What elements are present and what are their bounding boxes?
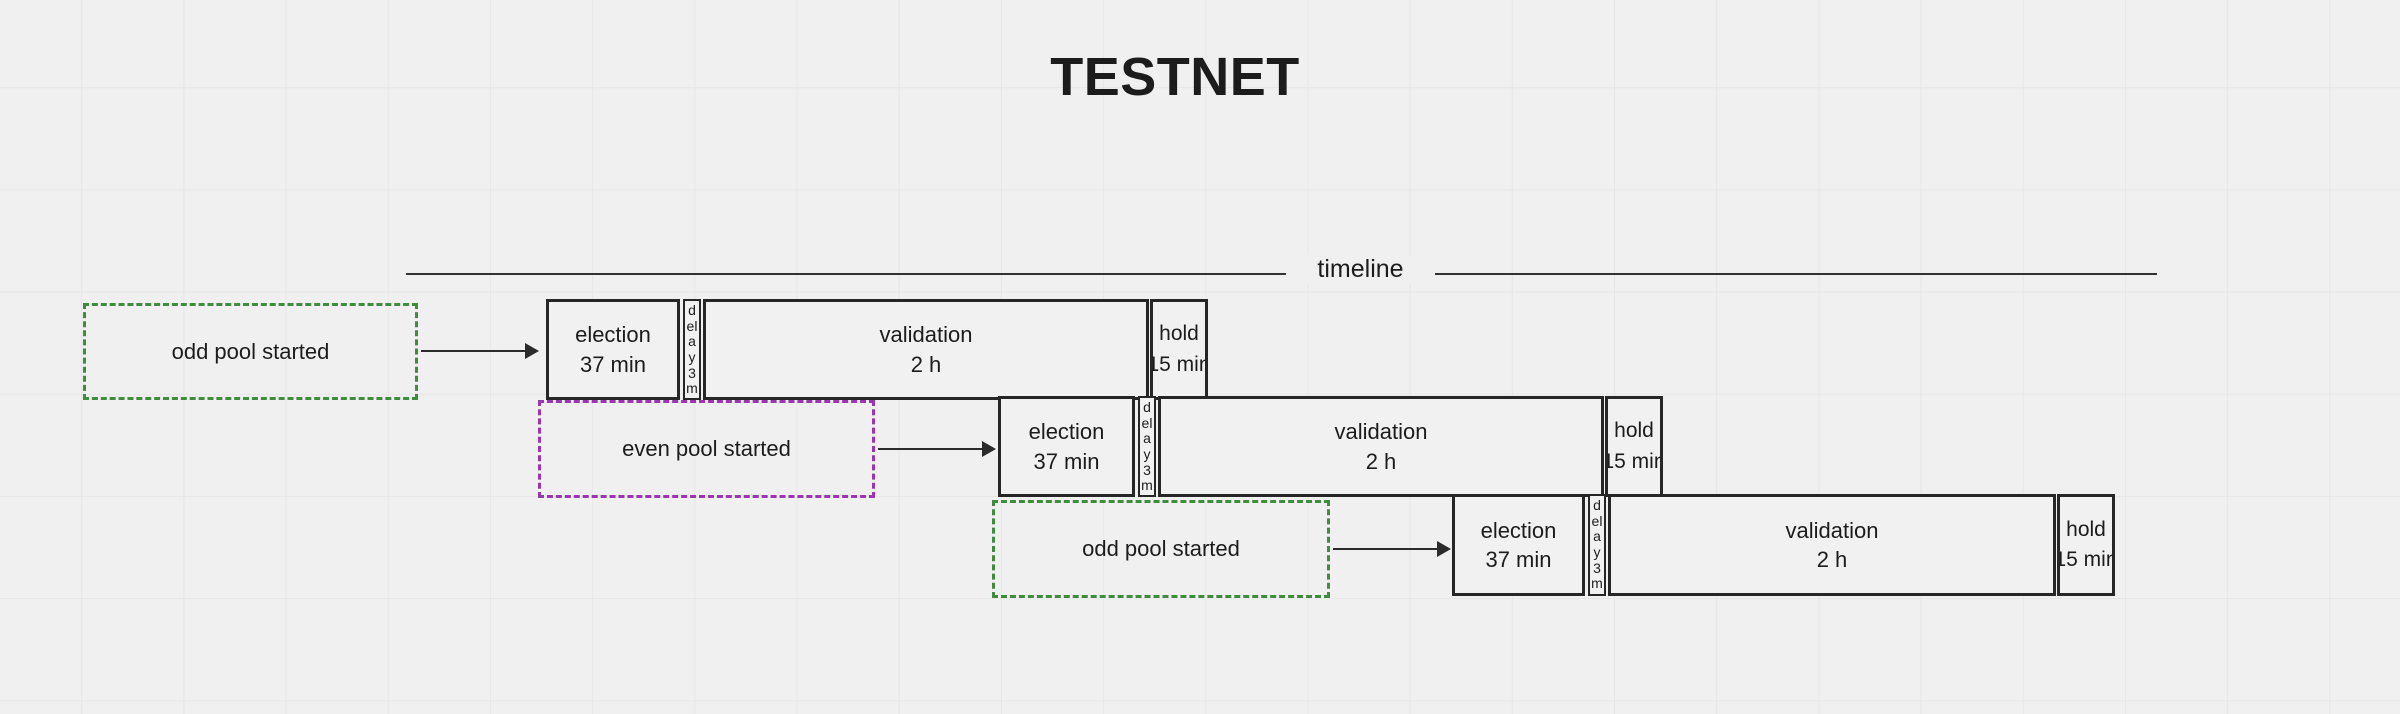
phase-duration: 2 h <box>1365 448 1397 474</box>
arrow-head <box>525 343 539 359</box>
timeline-label: timeline <box>1286 255 1435 284</box>
timeline-line-left-segment <box>406 273 1286 275</box>
phase-label: election <box>575 322 651 348</box>
phase-duration: 2 h <box>1816 547 1848 572</box>
phase-box-validation-1[interactable]: validation 2 h <box>703 299 1149 400</box>
phase-duration: 3 min <box>1141 461 1153 495</box>
phase-label: hold <box>2066 517 2106 541</box>
phase-box-hold-3[interactable]: hold 15 min <box>2057 494 2115 596</box>
arrow-shaft <box>878 448 983 450</box>
arrow-event-to-election-2 <box>878 441 996 457</box>
timeline-line-right-segment <box>1435 273 2157 275</box>
phase-duration: 3 min <box>1591 559 1603 594</box>
phase-box-hold-1[interactable]: hold 15 min <box>1150 299 1208 400</box>
arrow-event-to-election-3 <box>1333 541 1451 557</box>
phase-duration: 37 min <box>1485 547 1552 572</box>
phase-box-hold-2[interactable]: hold 15 min <box>1605 396 1663 497</box>
arrow-shaft <box>1333 548 1438 550</box>
event-label: odd pool started <box>171 338 330 364</box>
phase-duration: 3 min <box>686 364 698 398</box>
phase-duration: 37 min <box>1033 448 1100 474</box>
arrow-head <box>982 441 996 457</box>
arrow-event-to-election-1 <box>421 343 539 359</box>
phase-box-election-2[interactable]: election 37 min <box>998 396 1135 497</box>
phase-label: election <box>1028 419 1105 445</box>
phase-duration: 37 min <box>579 351 647 377</box>
event-box-even-pool-started-2[interactable]: even pool started <box>538 400 875 498</box>
event-label: odd pool started <box>1082 536 1240 561</box>
phase-label: validation <box>1785 517 1879 543</box>
phase-duration: 15 min <box>1605 449 1663 473</box>
phase-label: delay <box>1591 497 1603 561</box>
phase-box-validation-2[interactable]: validation 2 h <box>1158 396 1604 497</box>
phase-duration: 15 min <box>2057 548 2115 571</box>
phase-box-validation-3[interactable]: validation 2 h <box>1608 494 2056 596</box>
phase-duration: 2 h <box>910 351 942 377</box>
event-box-odd-pool-started-3[interactable]: odd pool started <box>992 500 1330 598</box>
phase-label: validation <box>1334 419 1428 445</box>
event-label: even pool started <box>622 436 791 461</box>
phase-box-delay-2[interactable]: delay 3 min <box>1138 396 1156 497</box>
phase-label: validation <box>879 322 973 348</box>
arrow-head <box>1437 541 1451 557</box>
phase-label: hold <box>1159 322 1199 346</box>
phase-box-election-1[interactable]: election 37 min <box>546 299 680 400</box>
timeline-axis: timeline <box>406 255 2157 284</box>
phase-box-election-3[interactable]: election 37 min <box>1452 494 1585 596</box>
phase-label: election <box>1480 517 1557 543</box>
page-title: TESTNET <box>1050 47 1300 107</box>
phase-label: delay <box>686 302 698 366</box>
phase-label: delay <box>1141 399 1153 463</box>
phase-label: hold <box>1614 419 1654 443</box>
event-box-odd-pool-started-1[interactable]: odd pool started <box>83 303 418 400</box>
arrow-shaft <box>421 350 526 352</box>
phase-box-delay-1[interactable]: delay 3 min <box>683 299 701 400</box>
phase-box-delay-3[interactable]: delay 3 min <box>1588 494 1606 596</box>
phase-duration: 15 min <box>1150 352 1208 376</box>
